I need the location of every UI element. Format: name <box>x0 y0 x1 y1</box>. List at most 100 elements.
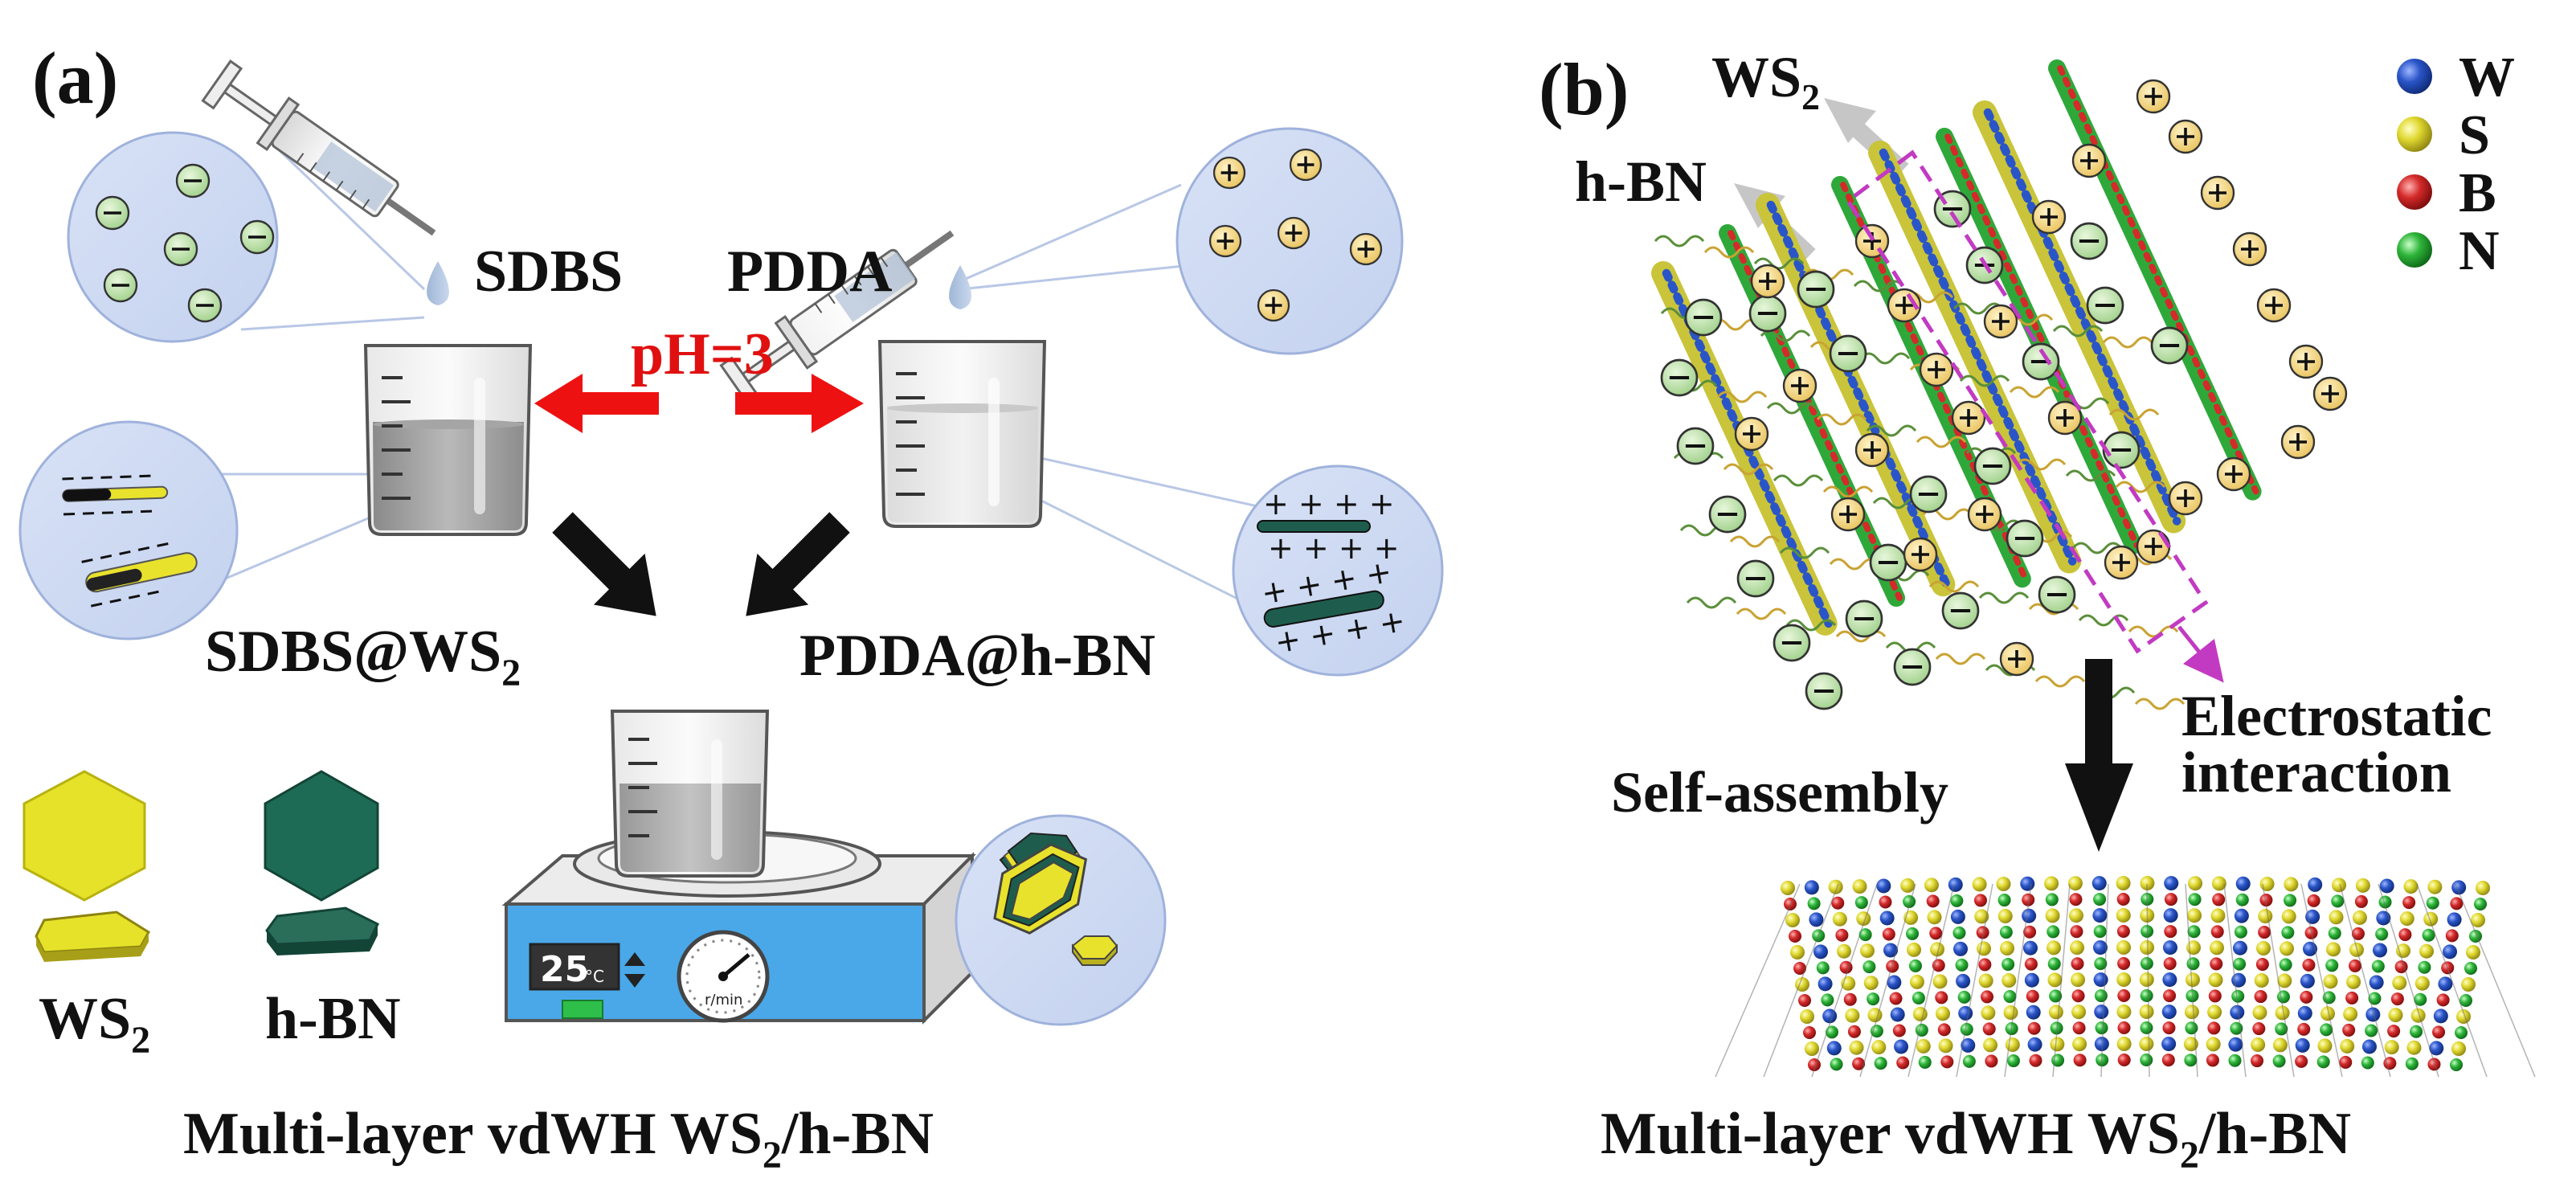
atom-icon <box>1907 942 1921 957</box>
atom-icon <box>2396 943 2410 959</box>
legend-ball-icon <box>2397 59 2432 94</box>
atom-icon <box>2258 926 2271 939</box>
atom-icon <box>2002 973 2017 988</box>
atom-icon <box>2455 1026 2468 1039</box>
atom-icon <box>2295 1054 2308 1068</box>
negative-ion-icon <box>1684 298 1723 337</box>
panel-b-label: (b) <box>1539 48 1629 130</box>
negative-ion-icon <box>163 231 198 267</box>
negative-ion-icon <box>1805 672 1843 710</box>
atom-icon <box>1781 881 1795 895</box>
atom-icon <box>2228 1054 2242 1067</box>
atom-icon <box>2414 992 2427 1006</box>
atom-icon <box>2185 1021 2198 1035</box>
atom-icon <box>2045 893 2059 906</box>
atom-icon <box>2379 878 2394 894</box>
atom-icon <box>2207 1021 2221 1035</box>
atom-icon <box>1789 930 1801 943</box>
atom-icon <box>2252 1022 2266 1036</box>
atom-icon <box>2027 1021 2041 1035</box>
atom-icon <box>1903 894 1916 908</box>
atom-icon <box>1996 877 2011 892</box>
atom-icon <box>1882 927 1895 941</box>
atom-icon <box>1822 1009 1838 1024</box>
hbn-hexagon-icon <box>264 770 380 955</box>
atom-icon <box>2275 1005 2290 1021</box>
atom-icon <box>2094 1005 2109 1020</box>
atom-icon <box>2394 960 2408 974</box>
negative-ion-icon <box>1893 648 1932 686</box>
atom-icon <box>1950 909 1965 924</box>
atom-icon <box>2049 989 2063 1003</box>
negative-ion-icon <box>1909 475 1948 514</box>
atom-icon <box>2476 881 2490 895</box>
atom-icon <box>1957 990 1971 1004</box>
atom-icon <box>2185 972 2200 988</box>
atom-icon <box>1953 941 1968 956</box>
atom-icon <box>2095 1021 2108 1035</box>
atom-icon <box>2252 1005 2267 1021</box>
nanosheet-icon <box>1973 100 2186 534</box>
atom-icon <box>2187 908 2202 923</box>
atom-icon <box>2410 1008 2426 1023</box>
atom-icon <box>1879 895 1892 909</box>
atom-icon <box>2116 940 2131 955</box>
atom-icon <box>2116 908 2131 923</box>
atom-icon <box>1807 897 1821 910</box>
atom-icon <box>2320 1023 2333 1037</box>
atom-icon <box>2022 908 2037 923</box>
atom-icon <box>2093 940 2108 955</box>
atom-icon <box>1950 894 1964 907</box>
ws2-direction-label: WS2 <box>1711 45 1820 117</box>
atom-icon <box>2438 976 2453 992</box>
negative-ion-icon <box>1773 624 1811 662</box>
atom-icon <box>2317 1038 2333 1054</box>
atom-icon <box>2231 989 2245 1003</box>
legend-symbol-label: N <box>2459 220 2500 282</box>
atom-icon <box>2461 977 2476 992</box>
sdbs-label: SDBS <box>474 239 623 305</box>
atom-icon <box>2258 909 2273 924</box>
negative-ion-icon <box>2022 342 2060 381</box>
atom-icon <box>1918 1055 1932 1069</box>
atom-icon <box>1974 909 1989 924</box>
positive-ion-icon <box>1289 148 1323 182</box>
atom-icon <box>2005 1037 2020 1053</box>
atom-icon <box>2406 1040 2422 1055</box>
black-arrow-right-icon <box>746 512 850 616</box>
negative-ion-icon <box>1797 270 1835 309</box>
atom-icon <box>2003 990 2017 1004</box>
atom-icon <box>2429 1041 2444 1056</box>
atom-icon <box>2329 910 2344 925</box>
atom-icon <box>2234 925 2247 939</box>
positive-ion-icon <box>2136 79 2171 114</box>
atom-icon <box>1961 1037 1976 1053</box>
atom-icon <box>2464 962 2477 975</box>
atom-icon <box>2392 976 2407 991</box>
hbn-legend-label: h-BN <box>265 986 401 1052</box>
atom-icon <box>2164 876 2179 891</box>
positive-ion-icon <box>2168 481 2203 516</box>
atom-icon <box>2383 1057 2397 1070</box>
atom-icon <box>1955 958 1969 972</box>
atom-icon <box>2432 1025 2446 1039</box>
atom-icon <box>1790 945 1805 960</box>
atom-icon <box>2092 908 2108 923</box>
electrostatic-pointer-icon <box>2177 625 2224 683</box>
atom-icon <box>2210 908 2226 923</box>
positive-ion-icon <box>2216 456 2251 492</box>
atom-icon <box>1940 1055 1954 1069</box>
red-arrow-left-icon <box>534 374 659 433</box>
atom-icon <box>2345 991 2359 1005</box>
atom-icon <box>2046 940 2061 955</box>
atom-icon <box>2186 957 2200 971</box>
atom-icon <box>2233 940 2247 955</box>
panel-a-caption: Multi-layer vdWH WS2/h-BN <box>183 1101 934 1176</box>
atom-icon <box>2445 929 2459 943</box>
atom-icon <box>1976 926 1989 939</box>
atom-icon <box>2340 1038 2355 1054</box>
atom-icon <box>1999 926 2013 939</box>
atom-icon <box>1889 992 1903 1005</box>
positive-ion-icon <box>1277 216 1310 250</box>
